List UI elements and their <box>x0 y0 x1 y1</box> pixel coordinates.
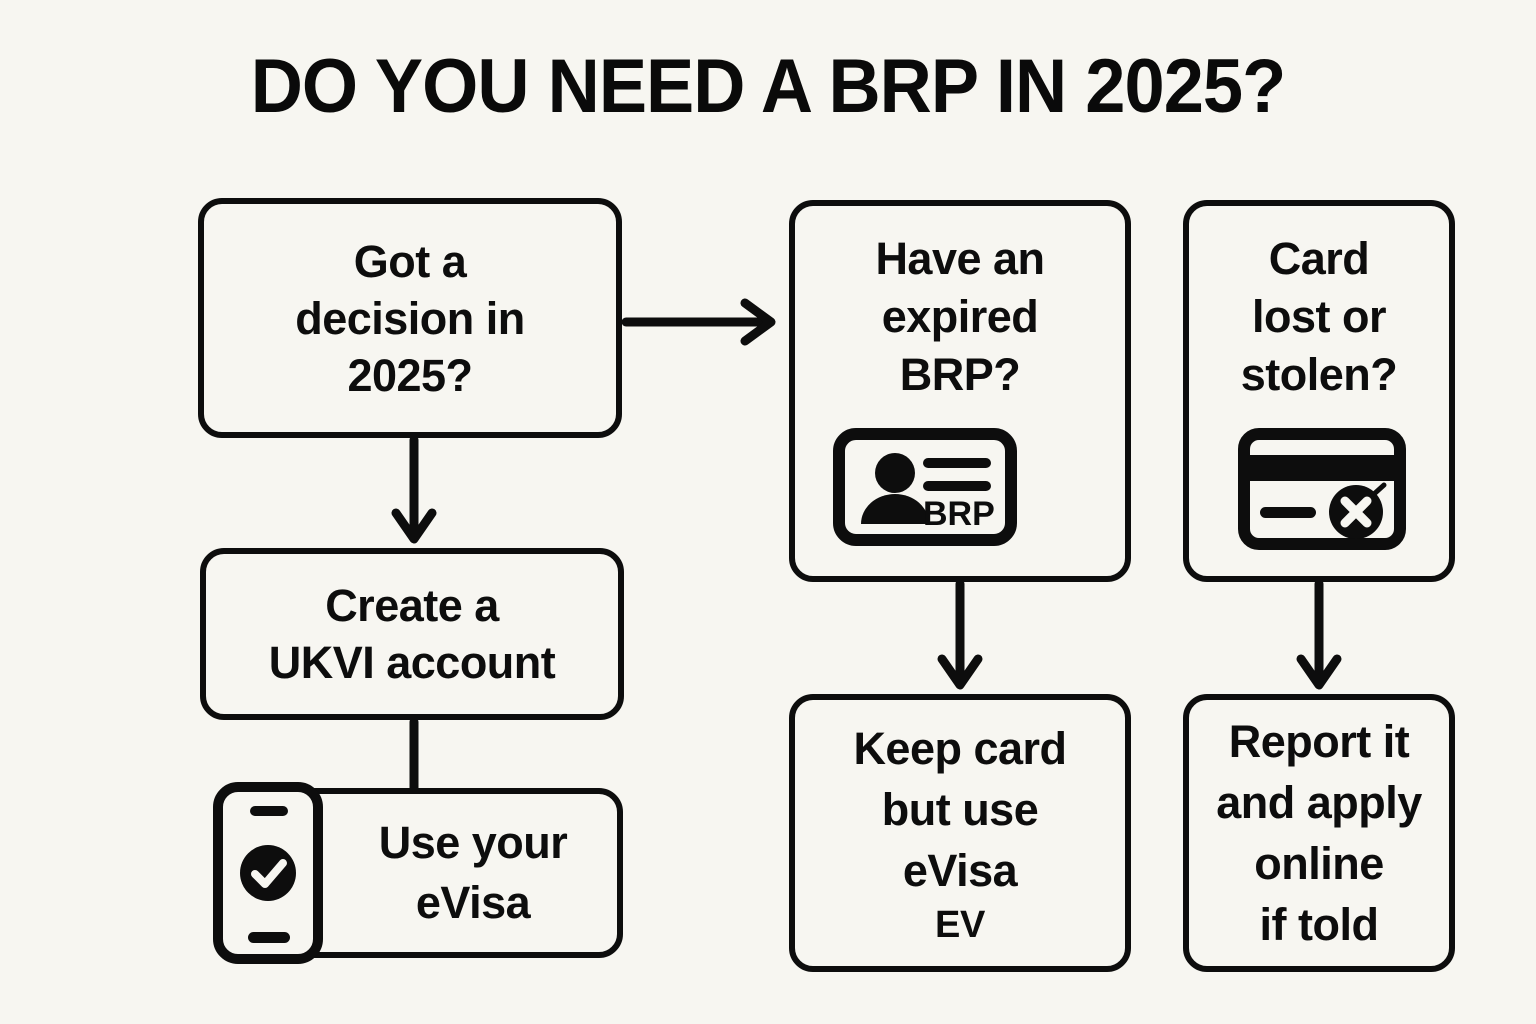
brp-icon-text: BRP <box>923 495 995 533</box>
node-label: Create a UKVI account <box>268 580 556 688</box>
brp-id-card-icon: BRP <box>833 428 1017 546</box>
node-label: Have an expired BRP? <box>875 233 1045 400</box>
phone-check-icon <box>213 782 323 964</box>
node-label: Report it and apply online if told <box>1216 716 1422 950</box>
page-title: DO YOU NEED A BRP IN 2025? <box>250 44 1287 129</box>
connector-decision-to-expired <box>621 298 776 346</box>
node-got-a-decision[interactable]: Got a decision in 2025? <box>198 198 622 438</box>
node-label: Card lost or stolen? <box>1240 233 1398 400</box>
node-label: Keep card but use eVisa <box>853 722 1067 896</box>
connector-expired-to-keepcard <box>937 579 983 690</box>
node-label: Use your eVisa <box>378 817 568 928</box>
card-cancelled-icon <box>1238 428 1406 550</box>
node-sublabel: EV <box>934 903 986 946</box>
connector-cardlost-to-report <box>1296 579 1342 690</box>
node-create-ukvi-account[interactable]: Create a UKVI account <box>200 548 624 720</box>
node-label: Got a decision in 2025? <box>295 235 525 401</box>
connector-decision-to-ukvi <box>391 435 437 544</box>
node-keep-card-but-use-evisa[interactable]: Keep card but use eVisa EV <box>789 694 1131 972</box>
node-report-and-apply-online[interactable]: Report it and apply online if told <box>1183 694 1455 972</box>
